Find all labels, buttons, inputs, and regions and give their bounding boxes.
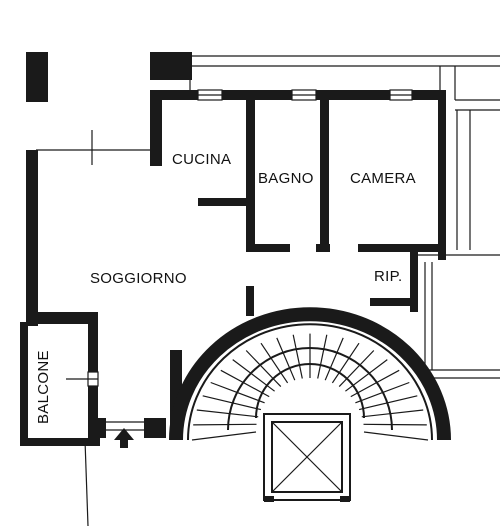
stair-tread — [355, 381, 410, 404]
elevator-icon — [263, 413, 351, 502]
stair-tread — [202, 395, 262, 411]
stair-tread — [196, 409, 259, 418]
windows — [66, 89, 413, 387]
stair-tread — [350, 369, 400, 398]
stair-tread — [260, 342, 289, 384]
stair-tread — [331, 342, 360, 384]
stair-tread — [363, 431, 429, 441]
stair-tread — [276, 337, 296, 381]
stair-tread — [317, 334, 328, 379]
stair-tread — [324, 337, 344, 381]
room-label-cucina: CUCINA — [172, 151, 231, 168]
room-label-balcone: BALCONE — [35, 350, 52, 424]
stair-tread — [193, 423, 257, 426]
stair-tread — [363, 423, 427, 426]
room-label-ripostiglio: RIP. — [374, 268, 402, 285]
stair-tread — [361, 409, 424, 418]
entrance-door — [106, 421, 144, 431]
stair-steps — [191, 333, 429, 441]
stair-tread — [220, 369, 270, 398]
stair-tread — [232, 359, 275, 392]
entrance-arrow-icon — [114, 428, 134, 448]
room-label-camera: CAMERA — [350, 170, 416, 187]
walls — [20, 52, 446, 446]
stair-tread — [338, 350, 375, 388]
spiral-staircase-icon — [169, 307, 451, 441]
stair-tread — [292, 334, 303, 379]
room-label-bagno: BAGNO — [258, 170, 314, 187]
stair-tread — [358, 395, 418, 411]
stair-tread — [191, 431, 257, 441]
outer-lines — [36, 55, 500, 526]
room-label-soggiorno: SOGGIORNO — [90, 270, 187, 287]
stair-tread — [345, 359, 388, 392]
stair-tread — [210, 381, 265, 404]
stair-tread — [245, 350, 282, 388]
